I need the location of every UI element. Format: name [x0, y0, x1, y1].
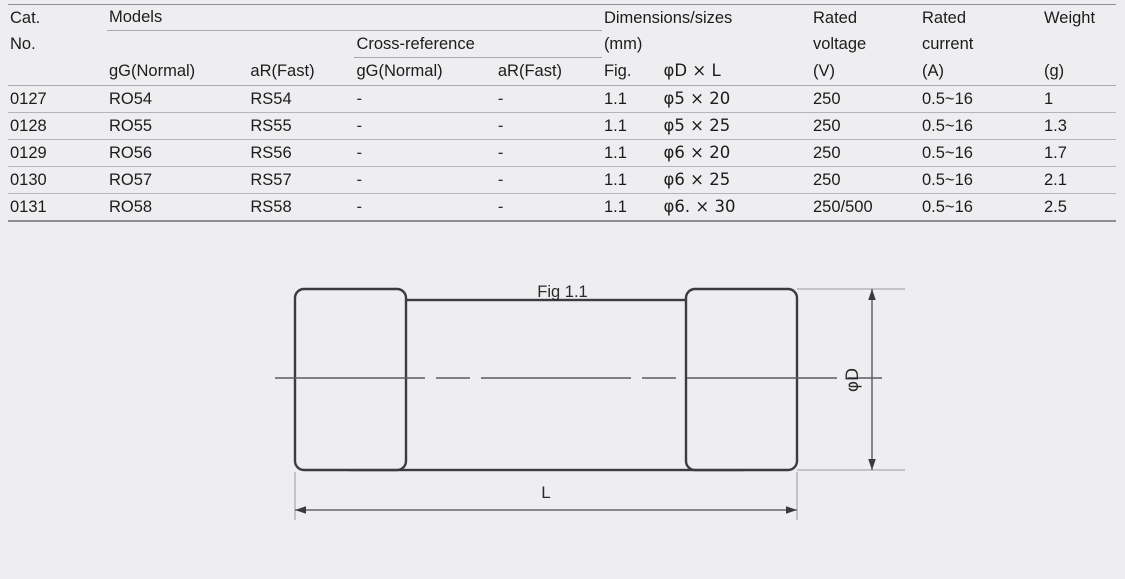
cell-xref-gg: -	[356, 143, 362, 162]
cell-xref-gg: -	[356, 89, 362, 108]
cell-xref-gg: -	[356, 170, 362, 189]
header-crossreference: Cross-reference	[354, 30, 602, 58]
cell-weight: 1.3	[1044, 116, 1067, 135]
cell-model-ar: RS55	[250, 116, 292, 135]
cell-model-gg: RO55	[109, 116, 153, 135]
header-current-line1: Rated	[920, 4, 1042, 31]
cell-model-ar: RS57	[250, 170, 292, 189]
fuse-body	[348, 298, 744, 472]
cell-fig: 1.1	[603, 116, 627, 135]
cell-dim: φ5 × 25	[663, 115, 731, 135]
header-xref-gg: gG(Normal)	[354, 57, 496, 86]
cell-weight: 2.5	[1044, 197, 1067, 216]
cell-xref-ar: -	[497, 143, 504, 162]
cell-weight: 1	[1044, 89, 1054, 108]
header-current-unit: (A)	[920, 57, 1042, 86]
cell-voltage: 250	[813, 143, 841, 162]
cell-dim: φ6 × 20	[663, 142, 731, 162]
table-header-row-2: No. Cross-reference (mm) voltage current	[8, 30, 1116, 58]
cell-xref-ar: -	[497, 197, 504, 216]
header-voltage-unit: (V)	[811, 57, 920, 86]
diameter-arrow-bottom-icon	[868, 459, 876, 470]
cell-model-ar: RS58	[250, 197, 292, 216]
cell-fig: 1.1	[603, 143, 627, 162]
cell-weight: 1.7	[1044, 143, 1067, 162]
cell-voltage: 250	[813, 89, 841, 108]
cell-model-gg: RO54	[109, 89, 153, 108]
cell-dim: φ6. × 30	[663, 196, 736, 216]
table-row: 0127 RO54 RS54 - - 1.1 φ5 × 20 250 0.5~1…	[8, 86, 1116, 113]
fuse-technical-drawing-svg: L φD	[275, 287, 905, 520]
cell-current: 0.5~16	[922, 89, 973, 108]
header-dim: φD × L	[661, 57, 811, 86]
header-models: Models	[107, 4, 602, 31]
table-row: 0128 RO55 RS55 - - 1.1 φ5 × 25 250 0.5~1…	[8, 113, 1116, 140]
table-row: 0130 RO57 RS57 - - 1.1 φ6 × 25 250 0.5~1…	[8, 167, 1116, 194]
cell-cat-no: 0130	[10, 170, 47, 189]
figure-caption: Fig 1.1	[537, 283, 588, 301]
cell-fig: 1.1	[603, 170, 627, 189]
diameter-arrow-top-icon	[868, 289, 876, 300]
header-weight-spacer	[1042, 31, 1116, 58]
right-end-cap	[684, 287, 799, 472]
specification-table-container: Cat. Models Dimensions/sizes Rated Rated…	[8, 4, 1116, 222]
header-voltage-line2: voltage	[813, 34, 867, 53]
header-weight-unit: (g)	[1042, 57, 1116, 86]
header-models-ar: aR(Fast)	[248, 57, 355, 86]
cell-current: 0.5~16	[922, 116, 973, 135]
header-voltage-line1: Rated	[811, 4, 920, 31]
cell-model-ar: RS56	[250, 143, 292, 162]
header-models-gg: gG(Normal)	[107, 57, 249, 86]
header-models-spacer	[107, 31, 248, 58]
cell-voltage: 250	[813, 116, 841, 135]
specification-table: Cat. Models Dimensions/sizes Rated Rated…	[8, 4, 1116, 222]
header-current-line2: current	[922, 34, 974, 53]
header-fig: Fig.	[601, 57, 662, 86]
header-dimensions-line2: (mm)	[603, 34, 643, 53]
cell-dim: φ5 × 20	[663, 88, 731, 108]
length-label: L	[541, 483, 550, 502]
cell-cat-no: 0131	[10, 197, 47, 216]
cell-current: 0.5~16	[922, 170, 973, 189]
table-row: 0129 RO56 RS56 - - 1.1 φ6 × 20 250 0.5~1…	[8, 140, 1116, 167]
cell-current: 0.5~16	[922, 143, 973, 162]
cell-cat-no: 0129	[10, 143, 47, 162]
length-arrow-right-icon	[786, 506, 797, 514]
header-weight-line1: Weight	[1042, 4, 1116, 31]
header-cat-line1: Cat.	[8, 4, 107, 31]
cell-weight: 2.1	[1044, 170, 1067, 189]
cell-model-gg: RO56	[109, 143, 153, 162]
cell-voltage: 250	[813, 170, 841, 189]
cell-current: 0.5~16	[922, 197, 973, 216]
table-row: 0131 RO58 RS58 - - 1.1 φ6. × 30 250/500 …	[8, 194, 1116, 221]
cell-fig: 1.1	[603, 197, 627, 216]
cell-xref-gg: -	[356, 116, 362, 135]
header-dimensions-line1: Dimensions/sizes	[601, 4, 811, 31]
cell-model-gg: RO57	[109, 170, 153, 189]
cell-cat-no: 0127	[10, 89, 47, 108]
header-xref-ar: aR(Fast)	[495, 57, 602, 86]
cell-xref-gg: -	[356, 197, 362, 216]
cell-cat-no: 0128	[10, 116, 47, 135]
table-header-row-3: gG(Normal) aR(Fast) gG(Normal) aR(Fast) …	[8, 57, 1116, 86]
fuse-drawing: L φD	[0, 258, 1125, 579]
header-models-spacer-2	[248, 31, 354, 58]
length-arrow-left-icon	[295, 506, 306, 514]
cell-xref-ar: -	[497, 89, 504, 108]
diameter-label: φD	[843, 368, 863, 392]
cell-dim: φ6 × 25	[663, 169, 731, 189]
cell-xref-ar: -	[497, 116, 504, 135]
cell-model-ar: RS54	[250, 89, 292, 108]
cell-model-gg: RO58	[109, 197, 153, 216]
cell-fig: 1.1	[603, 89, 627, 108]
cell-voltage: 250/500	[813, 197, 873, 216]
header-cat-spacer	[8, 57, 107, 86]
cell-xref-ar: -	[497, 170, 504, 189]
table-header-row-1: Cat. Models Dimensions/sizes Rated Rated…	[8, 4, 1116, 31]
header-cat-line2: No.	[10, 34, 36, 53]
left-end-cap	[293, 287, 408, 472]
